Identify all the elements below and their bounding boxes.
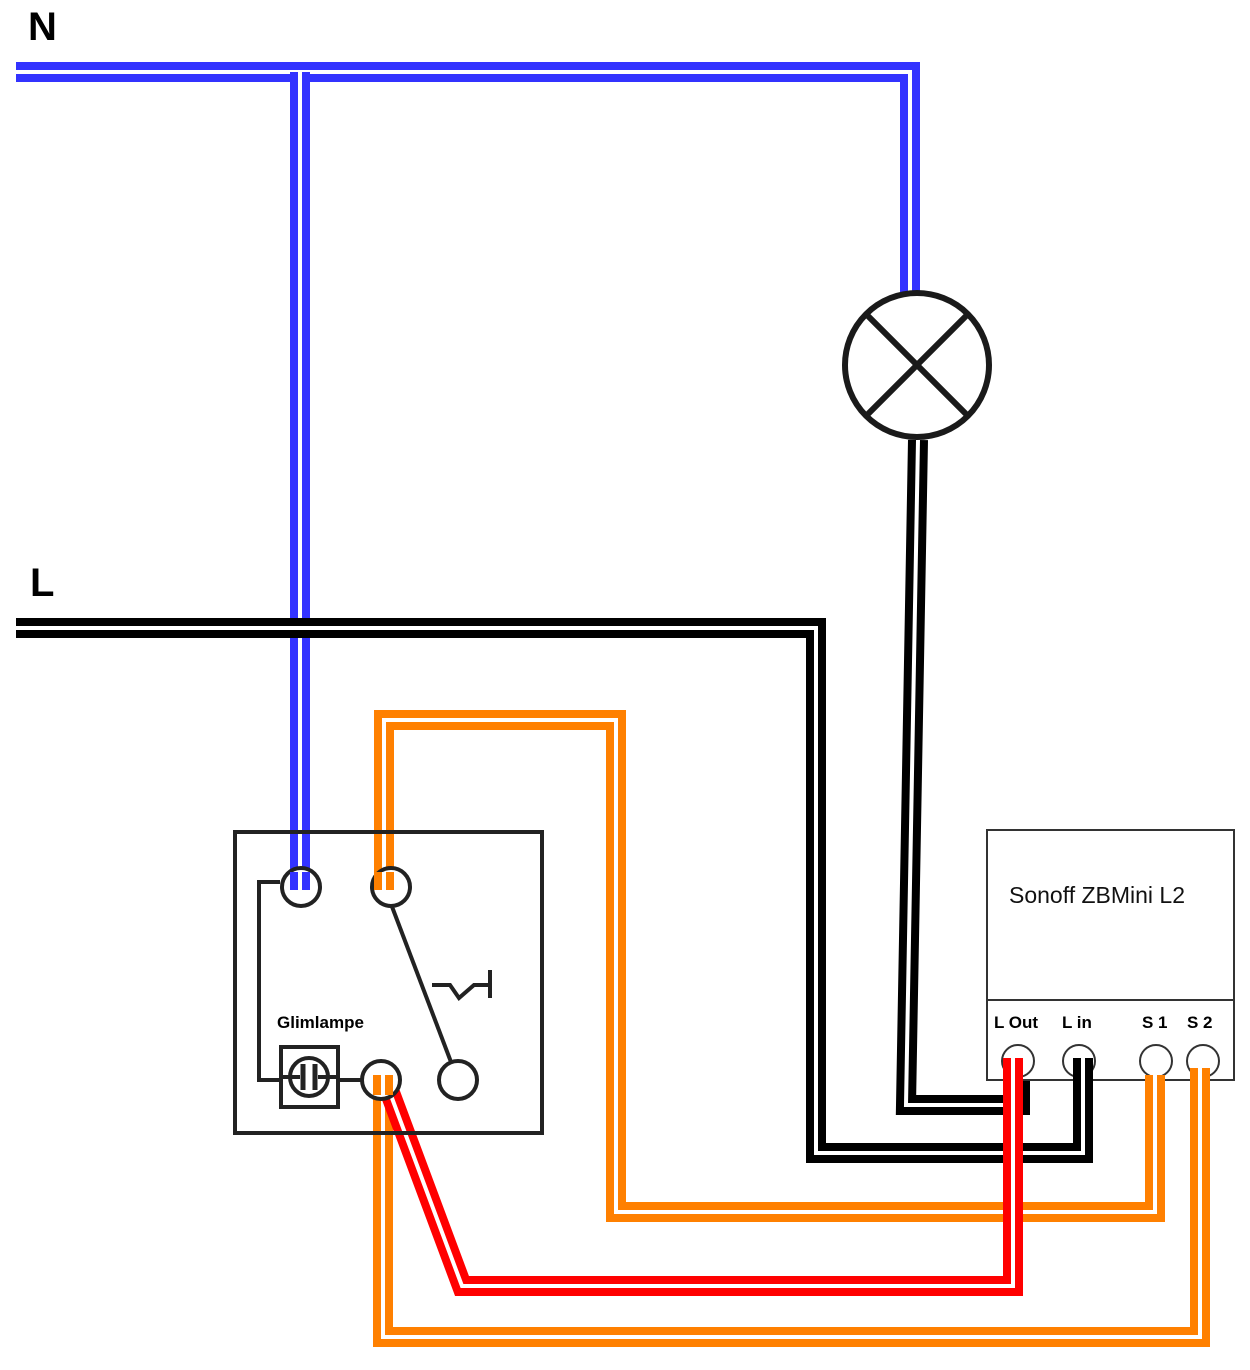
terminal-lout-label: L Out	[994, 1013, 1038, 1032]
terminal-s2-label: S 2	[1187, 1013, 1213, 1032]
glimlampe-label: Glimlampe	[277, 1013, 364, 1032]
lamp-icon	[842, 290, 992, 440]
neutral-label: N	[28, 5, 57, 49]
lout-wire	[376, 1058, 1023, 1296]
sonoff-device	[986, 829, 1235, 1081]
terminal-s1	[1139, 1044, 1173, 1078]
switch-box	[233, 830, 544, 1135]
switch-symbol-icon	[432, 970, 492, 1001]
neutral-wire	[16, 62, 920, 292]
glow-lamp-icon	[279, 1045, 362, 1109]
terminal-lin-label: L in	[1062, 1013, 1092, 1032]
switch-terminal-contact	[437, 1059, 479, 1101]
live-label: L	[30, 561, 54, 605]
switch-icon	[389, 903, 453, 1063]
terminal-s1-label: S 1	[1142, 1013, 1168, 1032]
device-label: Sonoff ZBMini L2	[1009, 882, 1185, 908]
